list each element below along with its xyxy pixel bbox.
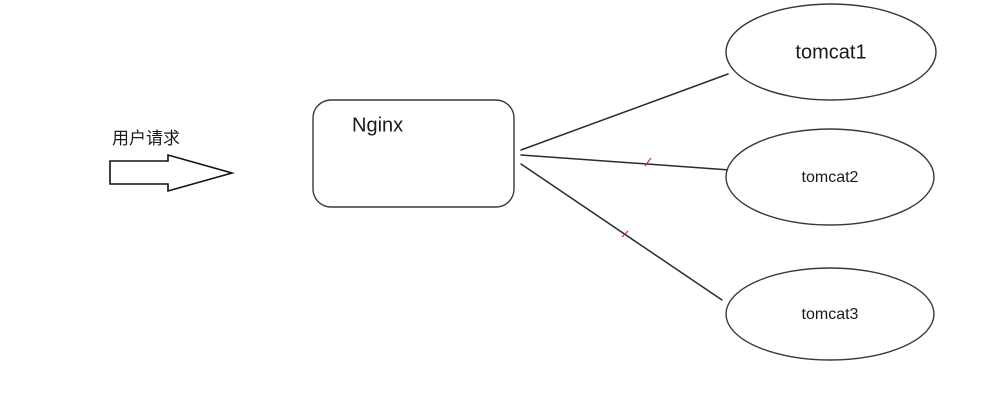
connector-nginx-to-tomcat3 (520, 163, 723, 301)
nginx-node-label: Nginx (352, 114, 403, 136)
tick-mark-middle-icon (644, 157, 652, 167)
user-request-arrow (109, 153, 235, 193)
tomcat3-node-label: tomcat3 (802, 306, 859, 323)
tomcat1-node[interactable] (725, 3, 937, 101)
tomcat3-node[interactable] (725, 267, 935, 361)
connector-nginx-to-tomcat1 (520, 73, 729, 151)
nginx-node[interactable] (312, 99, 515, 208)
tomcat2-node[interactable] (725, 128, 935, 226)
tomcat1-node-label: tomcat1 (795, 41, 866, 63)
connector-nginx-to-tomcat2 (520, 154, 731, 171)
user-request-label: 用户请求 (112, 129, 180, 149)
tomcat2-node-label: tomcat2 (802, 169, 859, 186)
tick-mark-lower-icon (621, 230, 629, 238)
